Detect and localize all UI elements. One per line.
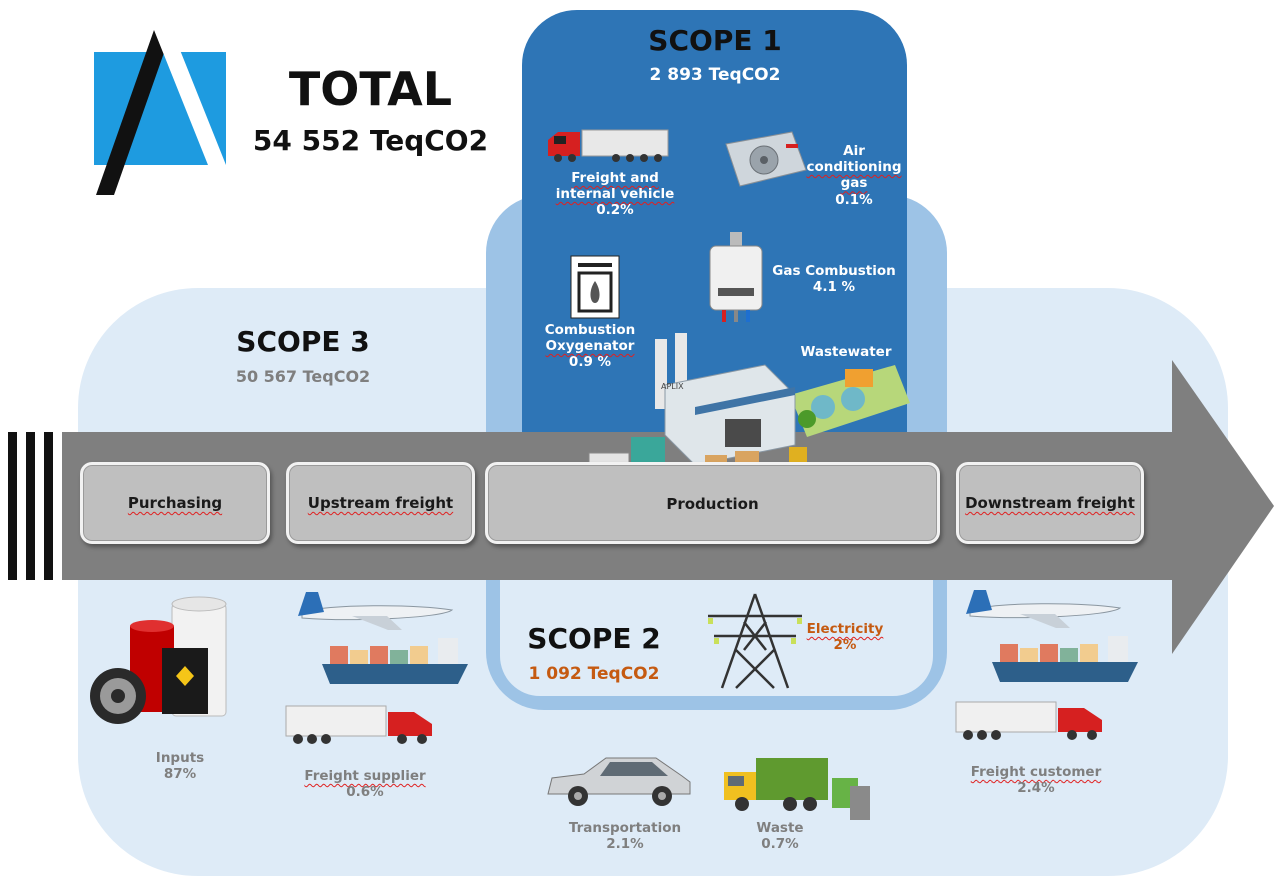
scope1-gas-label: Gas Combustion 4.1 % [772, 263, 896, 296]
total-value: 54 552 TeqCO2 [252, 124, 489, 157]
scope1-ac-label: Air conditioning gas 0.1% [806, 143, 902, 208]
car-icon [547, 757, 691, 806]
stage-production[interactable]: Production [485, 462, 940, 544]
stage-purchasing[interactable]: Purchasing [80, 462, 270, 544]
scope2-electricity-label: Electricity 2% [806, 621, 884, 654]
scope1-region [522, 10, 907, 435]
scope1-freight-label: Freight and internal vehicle 0.2% [555, 170, 675, 219]
scope1-wastewater-label: Wastewater [800, 344, 892, 360]
scope2-title: SCOPE 2 [527, 622, 661, 655]
scope3-value: 50 567 TeqCO2 [235, 367, 371, 386]
boiler-icon [570, 255, 620, 319]
scope3-freight-supplier-label: Freight supplier 0.6% [304, 768, 426, 801]
scope1-title: SCOPE 1 [648, 24, 782, 57]
scope1-oxygenator-label: Combustion Oxygenator 0.9 % [544, 322, 636, 371]
scope1-value: 2 893 TeqCO2 [649, 65, 781, 85]
scope3-inputs-label: Inputs 87% [155, 750, 205, 783]
stage-upstream-freight[interactable]: Upstream freight [286, 462, 475, 544]
air-conditioner-icon [725, 131, 807, 187]
stage-downstream-freight[interactable]: Downstream freight [956, 462, 1144, 544]
scope3-title: SCOPE 3 [236, 325, 370, 358]
scope3-transportation-label: Transportation 2.1% [568, 820, 682, 853]
factory-icon: APLIX [588, 333, 910, 480]
airplane-icon [966, 590, 1122, 628]
company-logo [94, 30, 226, 195]
truck-icon [548, 129, 669, 162]
power-pylon-icon [708, 593, 802, 689]
freight-truck-icon [285, 705, 432, 744]
airplane-icon [298, 592, 454, 630]
raw-materials-icon [90, 596, 227, 724]
freight-truck-icon [955, 701, 1102, 740]
scope3-freight-customer-label: Freight customer 2.4% [970, 764, 1102, 797]
gas-heater-icon [709, 232, 763, 322]
garbage-truck-icon [724, 758, 870, 820]
cargo-ship-icon [992, 636, 1138, 682]
factory-logo-text: APLIX [661, 382, 684, 391]
scope3-waste-label: Waste 0.7% [756, 820, 804, 853]
scope2-value: 1 092 TeqCO2 [528, 664, 660, 684]
total-title: TOTAL [288, 62, 453, 116]
cargo-ship-icon [322, 638, 468, 684]
